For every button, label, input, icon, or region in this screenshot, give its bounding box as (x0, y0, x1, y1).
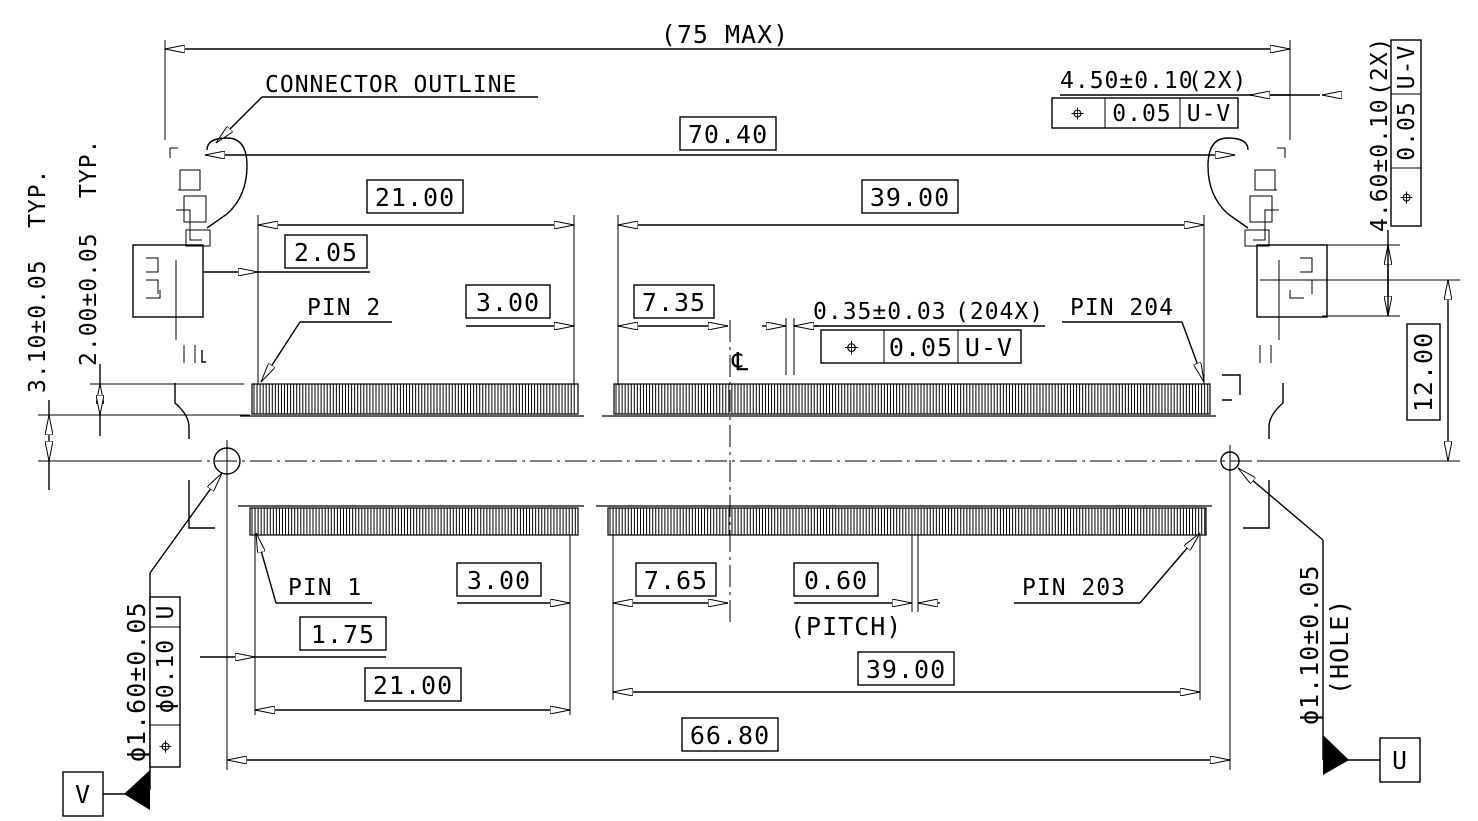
dim-top-39-text: 39.00 (870, 183, 950, 212)
datum-v: V (62, 770, 150, 817)
pad-width-text: 0.35±0.03 (813, 299, 947, 325)
dim-top-3-00: 3.00 (465, 284, 574, 326)
pin-2-label: PIN 2 (307, 295, 381, 321)
pin-row-top-right (602, 383, 1216, 417)
key-fcf: ⌖ 0.05 U-V (1051, 97, 1239, 129)
hole-u-callout: ϕ1.10±0.05 (HOLE) (1237, 467, 1354, 760)
datum-triangle-icon (1323, 735, 1349, 775)
left-2-00-text: 2.00±0.05 (76, 232, 102, 366)
dim-left-3-10: 3.10±0.05 TYP. (25, 169, 250, 490)
pitch-value-text: 0.60 (804, 566, 868, 595)
pin-204-callout: PIN 204 (1062, 295, 1205, 382)
pitch-label-text: (PITCH) (790, 612, 902, 641)
dim-bot-39-text: 39.00 (866, 655, 946, 684)
datum-triangle-icon (124, 770, 150, 810)
pin-203-callout: PIN 203 (1014, 532, 1201, 604)
datum-u-text: U (1392, 746, 1408, 775)
connector-outline-label: CONNECTOR OUTLINE (265, 72, 517, 98)
dim-bot-7-65: 7.65 (612, 535, 728, 700)
pin-1-callout: PIN 1 (255, 533, 372, 604)
dim-key-width: 4.50±0.10 (2X) ⌖ 0.05 U-V (1051, 68, 1330, 129)
pin-204-label: PIN 204 (1070, 295, 1174, 321)
dim-1-75-text: 1.75 (311, 620, 375, 649)
position-tolerance-icon: ⌖ (153, 739, 179, 753)
pad-fcf-ref: U-V (965, 333, 1013, 362)
dim-top-7-35: 7.35 (618, 284, 728, 326)
dim-bot-3-00: 3.00 (456, 535, 571, 715)
pin-row-frame (251, 383, 579, 415)
dim-top-7-35-text: 7.35 (642, 288, 706, 317)
hole-u-label-text: (HOLE) (1325, 599, 1354, 695)
dim-bot-21: 21.00 (255, 667, 570, 710)
dim-top-3-00-text: 3.00 (476, 288, 540, 317)
connector-outline-callout: CONNECTOR OUTLINE (215, 72, 538, 144)
right-fcf-tol: 0.05 (1394, 101, 1420, 160)
connector-left-ear (132, 137, 248, 529)
left-2-00-typ: TYP. (76, 139, 102, 198)
dim-bot-7-65-text: 7.65 (644, 566, 708, 595)
key-count-text: (2X) (1188, 68, 1247, 94)
datum-v-text: V (75, 780, 91, 809)
dim-12-00-text: 12.00 (1409, 332, 1438, 412)
dim-2-05-text: 2.05 (294, 238, 358, 267)
dim-bot-39: 39.00 (613, 535, 1201, 700)
pin-row-top-left (240, 383, 584, 417)
hole-v-callout: ϕ1.60±0.05 U ϕ0.10 ⌖ (122, 472, 223, 790)
right-fcf-ref: U-V (1394, 45, 1420, 90)
hole-u-dia-text: ϕ1.10±0.05 (1295, 564, 1324, 725)
dim-pad-width: 0.35±0.03 (204X) ⌖ 0.05 U-V (762, 299, 1045, 375)
dim-overall-max-text: (75 MAX) (661, 20, 789, 49)
pin-2-callout: PIN 2 (260, 295, 392, 383)
datum-u: U (1323, 735, 1421, 783)
dim-pitch: 0.60 (PITCH) (790, 535, 940, 641)
dim-right-4-60: 4.60±0.10 (2X) ⌖ 0.05 U-V (1322, 37, 1422, 317)
centerline-symbol: ℄ (731, 347, 749, 376)
right-2x-text: (2X) (1367, 37, 1393, 96)
dim-top-21-text: 21.00 (375, 183, 455, 212)
right-4-60-text: 4.60±0.10 (1367, 98, 1393, 232)
position-tolerance-icon: ⌖ (1394, 190, 1420, 204)
dim-bot-3-00-text: 3.00 (467, 566, 531, 595)
key-width-text: 4.50±0.10 (1060, 68, 1194, 94)
hole-v-fcf-ref: U (153, 605, 179, 620)
dim-top-39: 39.00 (617, 179, 1205, 385)
hole-v-dia-text: ϕ1.60±0.05 (122, 601, 151, 762)
position-tolerance-icon: ⌖ (1071, 101, 1085, 127)
pad-count-text: (204X) (955, 299, 1044, 325)
dim-overall-max: (75 MAX) (164, 18, 1291, 140)
pin-1-label: PIN 1 (288, 575, 362, 601)
dim-left-2-00: 2.00±0.05 TYP. (76, 139, 244, 436)
key-fcf-tol: 0.05 (1112, 101, 1171, 127)
hole-v-fcf: U ϕ0.10 ⌖ (149, 596, 181, 768)
left-3-10-text: 3.10±0.05 (25, 259, 51, 393)
key-fcf-ref: U-V (1187, 101, 1232, 127)
pad-fcf-tol: 0.05 (889, 333, 953, 362)
pin-row-bottom-right (596, 505, 1212, 536)
dim-top-21: 21.00 (257, 179, 575, 385)
left-3-10-typ: TYP. (25, 169, 51, 228)
pin-row-bottom-left (238, 505, 584, 536)
pin-row-frame (607, 507, 1207, 536)
hole-v-fcf-tol: ϕ0.10 (153, 639, 179, 713)
dim-70-40-text: 70.40 (688, 120, 768, 149)
dim-1-75: 1.75 (200, 535, 387, 715)
position-tolerance-icon: ⌖ (844, 333, 859, 362)
dim-70-40: 70.40 (205, 116, 1235, 155)
dim-12-00: 12.00 (1260, 279, 1460, 462)
pin-203-label: PIN 203 (1022, 575, 1126, 601)
dim-66-80-text: 66.80 (690, 721, 770, 750)
connector-right-ear (1207, 137, 1328, 529)
dim-bot-21-text: 21.00 (373, 671, 453, 700)
right-fcf: ⌖ 0.05 U-V (1390, 39, 1422, 227)
pad-fcf: ⌖ 0.05 U-V (820, 329, 1022, 364)
dim-66-80: 66.80 (226, 471, 1231, 770)
dim-2-05: 2.05 (204, 234, 370, 272)
